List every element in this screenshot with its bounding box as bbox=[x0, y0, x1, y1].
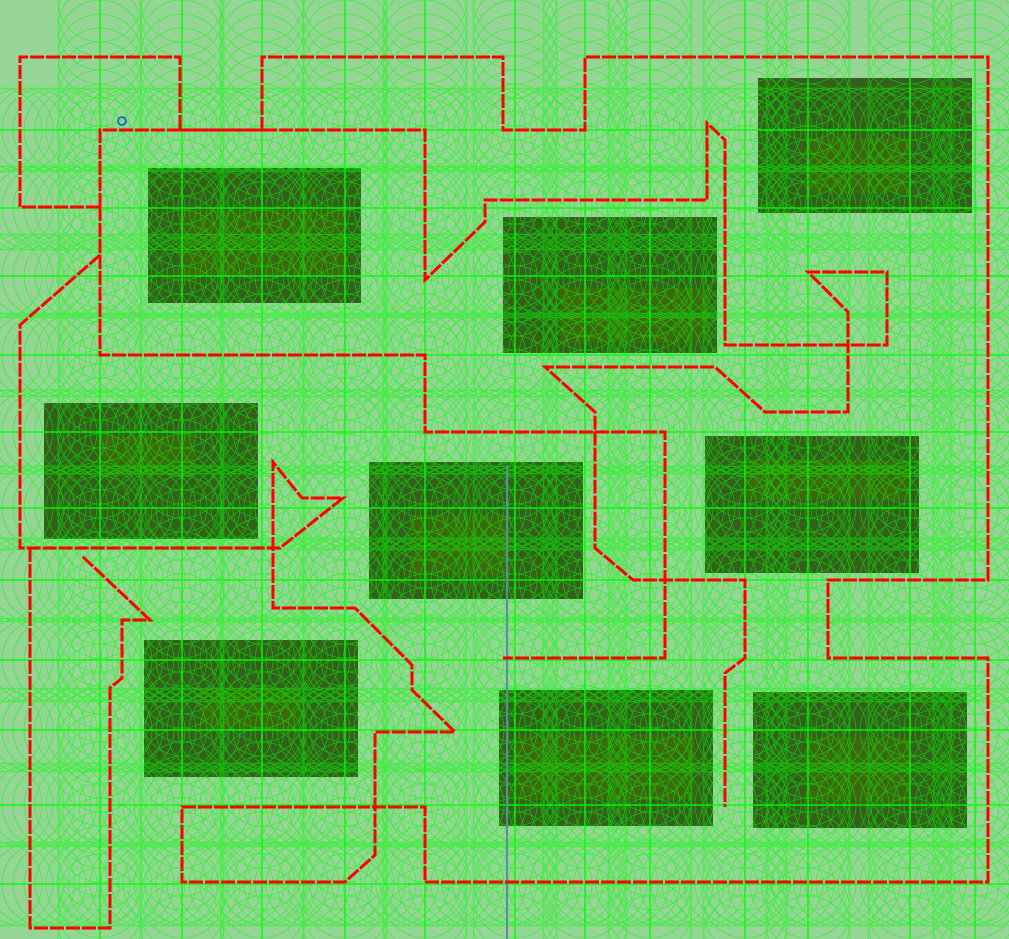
map-canvas bbox=[0, 0, 1009, 939]
